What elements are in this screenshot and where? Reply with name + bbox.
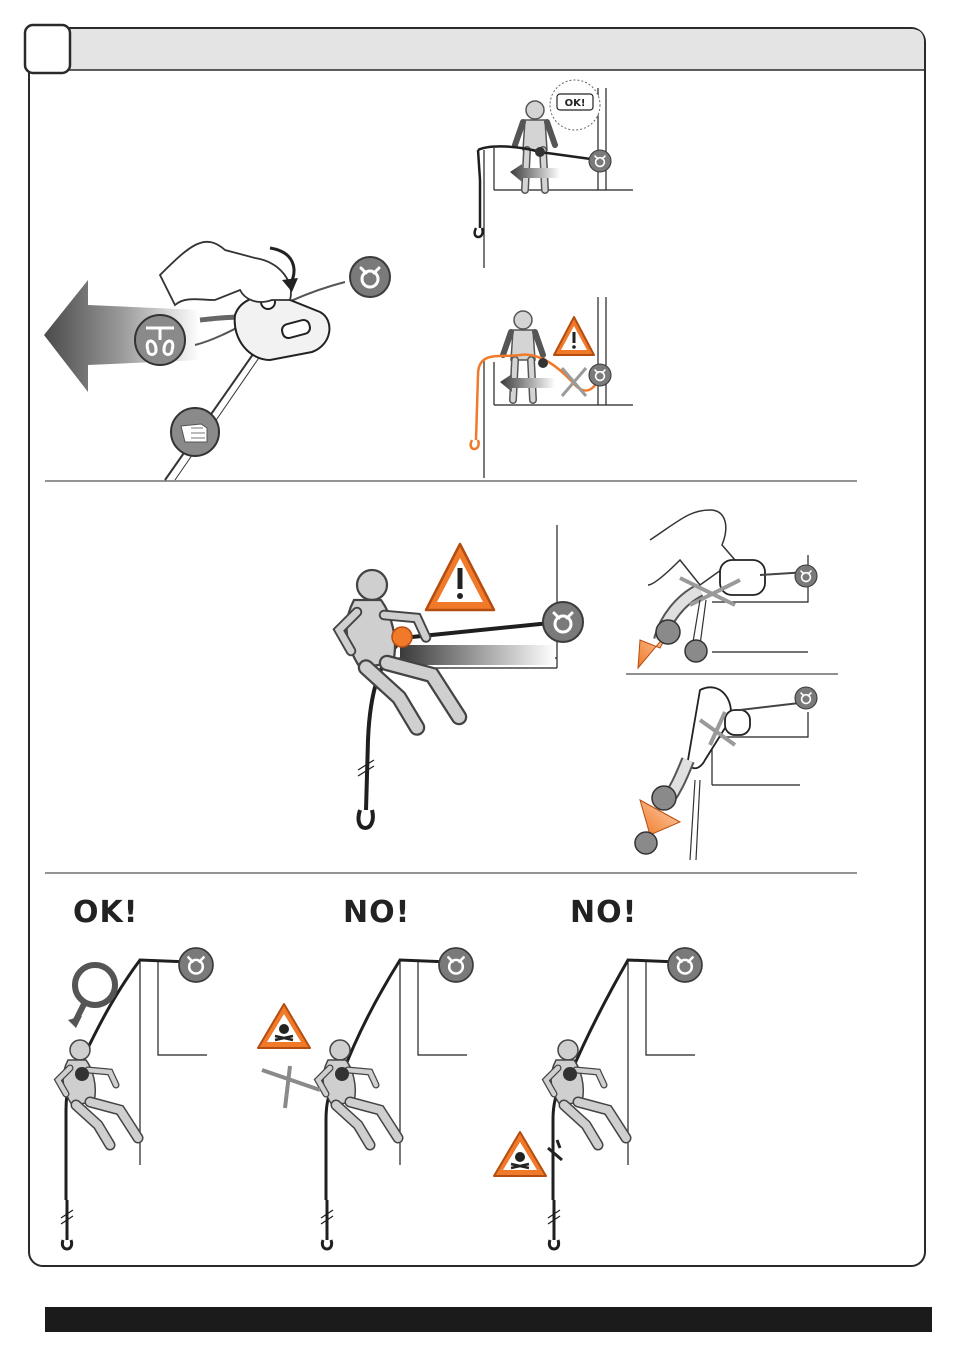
anchor-icon <box>439 948 473 982</box>
no-label-2: NO! <box>570 895 637 930</box>
ok-bubble-label: OK! <box>565 98 586 109</box>
anchor-icon <box>543 602 583 642</box>
anchor-icon <box>350 257 390 297</box>
hand-brake-icon <box>685 640 707 662</box>
anchor-icon <box>589 150 611 172</box>
header-band <box>43 29 924 70</box>
section-number-box <box>25 25 70 73</box>
anchor-icon <box>795 687 817 709</box>
anchor-icon <box>795 565 817 587</box>
footer-bar <box>45 1307 932 1332</box>
harness-icon <box>656 620 680 644</box>
anchor-icon <box>589 364 611 386</box>
hand-brake-icon <box>635 832 657 854</box>
harness-icon <box>135 315 185 365</box>
anchor-icon <box>179 948 213 982</box>
ok-label: OK! <box>73 895 138 930</box>
hand-brake-icon <box>171 408 219 456</box>
no-label-1: NO! <box>343 895 410 930</box>
motion-gradient <box>400 645 555 665</box>
harness-icon <box>652 786 676 810</box>
anchor-icon <box>668 948 702 982</box>
